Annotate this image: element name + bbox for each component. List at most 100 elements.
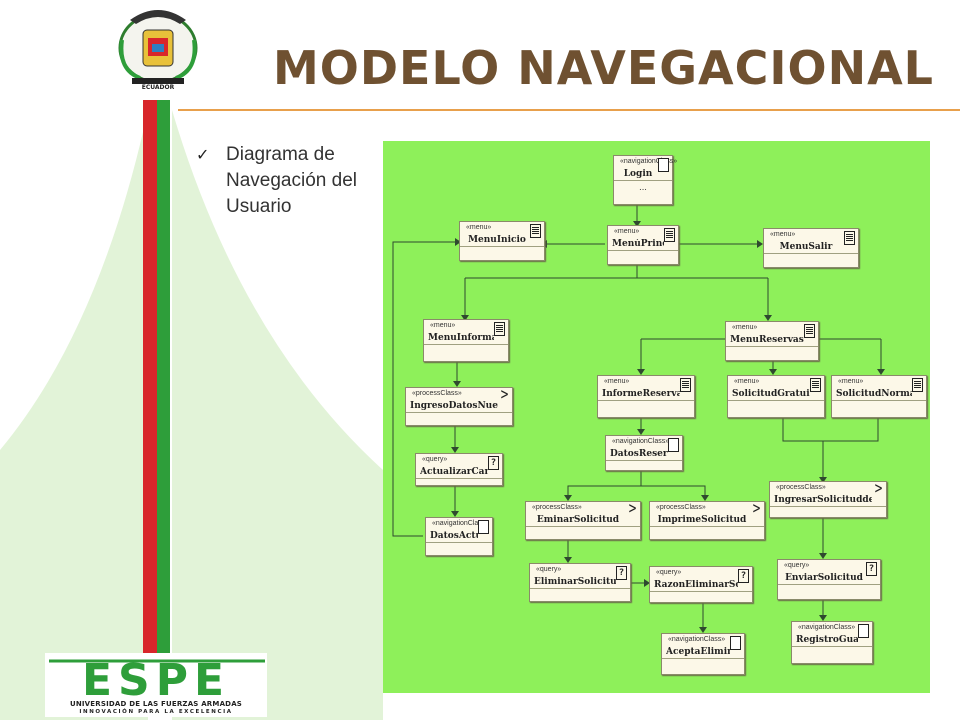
node-name: ActualizarCambios xyxy=(420,467,488,477)
node-registro: «navigationClass»RegistroGuardado xyxy=(791,621,873,664)
arrowhead xyxy=(819,615,827,621)
node-separator xyxy=(606,460,682,461)
node-separator xyxy=(416,478,502,479)
node-name: DatosReservasSolicitadas xyxy=(610,449,668,459)
node-separator xyxy=(662,658,744,659)
menu-icon xyxy=(804,324,815,338)
navigation-class-icon xyxy=(658,158,669,172)
node-separator xyxy=(608,250,678,251)
menu-icon xyxy=(810,378,821,392)
node-stereotype: «menu» xyxy=(614,228,640,235)
arrowhead xyxy=(451,447,459,453)
node-separator xyxy=(614,180,672,181)
node-stereotype: «processClass» xyxy=(776,484,826,491)
coat-of-arms-icon xyxy=(118,10,198,84)
arrowhead xyxy=(757,240,763,248)
node-stereotype: «menu» xyxy=(838,378,864,385)
menu-icon xyxy=(680,378,691,392)
node-name: MenúPrincipal xyxy=(612,239,664,249)
arrowhead xyxy=(701,495,709,501)
node-name: AceptaEliminación xyxy=(666,647,730,657)
node-separator xyxy=(598,400,694,401)
node-name: MenuSalir xyxy=(779,242,833,252)
edge-datos-imprime xyxy=(641,485,706,499)
node-stereotype: «navigationClass» xyxy=(432,520,490,527)
node-separator xyxy=(424,344,508,345)
navigation-diagram: «navigationClass»Login...«menu»MenúPrinc… xyxy=(383,141,930,693)
menu-icon xyxy=(664,228,675,242)
navigation-class-icon xyxy=(858,624,869,638)
node-informe-reserva: «menu»InformeReservaPersonal xyxy=(597,375,695,418)
arrowhead xyxy=(764,315,772,321)
node-stereotype: «menu» xyxy=(770,231,796,238)
query-icon: ? xyxy=(488,456,499,470)
node-separator xyxy=(778,584,880,585)
node-menu-reservas: «menu»MenuReservas xyxy=(725,321,819,361)
query-icon: ? xyxy=(866,562,877,576)
arrowhead xyxy=(564,557,572,563)
node-name: Login xyxy=(623,169,653,179)
arrowhead xyxy=(637,429,645,435)
arrowhead xyxy=(644,579,650,587)
query-icon: ? xyxy=(738,569,749,583)
node-acepta-elim: «navigationClass»AceptaEliminación xyxy=(661,633,745,675)
espe-logo-icon: ESPE xyxy=(47,655,265,699)
node-separator xyxy=(406,412,512,413)
edge-return-loop xyxy=(392,241,459,537)
node-name: IngresarSolicituddeReservas xyxy=(774,495,872,505)
node-name: DatosActualizados xyxy=(430,531,478,541)
node-menu-inicio: «menu»MenuInicio xyxy=(459,221,545,261)
node-stereotype: «query» xyxy=(422,456,448,463)
menu-icon xyxy=(530,224,541,238)
arrowhead xyxy=(453,381,461,387)
node-stereotype: «navigationClass» xyxy=(620,158,678,165)
arrowhead xyxy=(564,495,572,501)
arrowhead xyxy=(451,511,459,517)
node-name: MenuReservas xyxy=(730,335,804,345)
arrowhead xyxy=(699,627,707,633)
node-name: ImprimeSolicitud xyxy=(657,515,747,525)
navigation-class-icon xyxy=(478,520,489,534)
node-separator xyxy=(650,591,752,592)
node-name: RazonEliminarSolicitud xyxy=(654,580,738,590)
arrowhead xyxy=(877,369,885,375)
arrowhead xyxy=(769,369,777,375)
node-separator xyxy=(832,400,926,401)
node-ingresar-sol: «processClass» ᐳIngresarSolicituddeReserv… xyxy=(769,481,887,518)
node-sol-normal: «menu» SolicitudNormal xyxy=(831,375,927,418)
page-title: MODELO NAVEGACIONAL xyxy=(272,41,934,95)
node-name: EminarSolicitud xyxy=(536,515,620,525)
node-name: SolicitudGratuidad xyxy=(732,389,810,399)
query-icon: ? xyxy=(616,566,627,580)
node-separator xyxy=(726,346,818,347)
arrowhead xyxy=(819,553,827,559)
node-eliminar-sol: «query»?EliminarSolicitud xyxy=(529,563,631,602)
process-class-icon: ᐳ xyxy=(628,504,637,515)
node-menu-salir: «menu» MenuSalir xyxy=(763,228,859,268)
node-datos-act: «navigationClass» DatosActualizados xyxy=(425,517,493,556)
arrowhead xyxy=(637,369,645,375)
node-separator xyxy=(460,246,544,247)
node-separator xyxy=(792,646,872,647)
node-login: «navigationClass»Login... xyxy=(613,155,677,205)
process-class-icon: ᐳ xyxy=(874,484,883,495)
arrowhead xyxy=(455,238,461,246)
node-ingreso-datos: «processClass»ᐳIngresoDatosNuevos xyxy=(405,387,513,426)
menu-icon xyxy=(494,322,505,336)
node-stereotype: «menu» xyxy=(466,224,492,231)
node-name: EnviarSolicitud xyxy=(785,573,863,583)
node-name: InformeReservaPersonal xyxy=(602,389,680,399)
node-name: SolicitudNormal xyxy=(836,389,912,399)
node-name: EliminarSolicitud xyxy=(534,577,616,587)
node-sol-gratuidad: «menu»SolicitudGratuidad xyxy=(727,375,825,418)
node-stereotype: «navigationClass» xyxy=(798,624,856,631)
espe-motto: INNOVACIÓN PARA LA EXCELENCIA xyxy=(79,709,233,715)
process-class-icon: ᐳ xyxy=(752,504,761,515)
edge-datos-split xyxy=(567,469,642,499)
arrowhead xyxy=(819,477,827,483)
espe-subtitle: UNIVERSIDAD DE LAS FUERZAS ARMADAS xyxy=(69,700,243,708)
green-stripe xyxy=(157,100,170,660)
